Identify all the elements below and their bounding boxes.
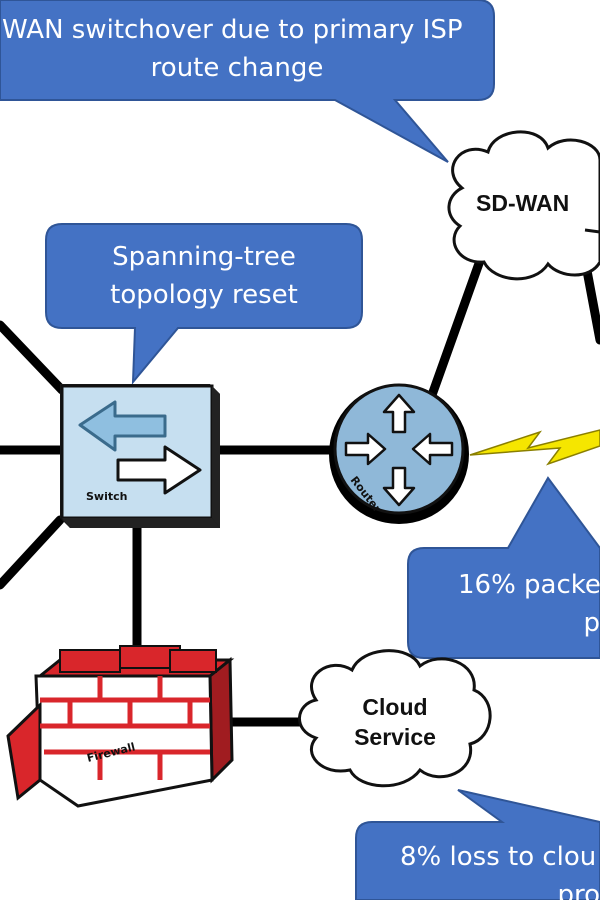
- callout-sdwan-bubble: [0, 0, 495, 163]
- cloud-service-label: Cloud Service: [330, 692, 460, 752]
- callout-switch-line2: topology reset: [110, 280, 298, 310]
- link-left-to-switch-upper: [0, 320, 67, 395]
- right-arrow-icon: [116, 445, 202, 495]
- switch-label: Switch: [86, 490, 127, 503]
- callout-router-line2: p: [583, 608, 600, 638]
- callout-cloud-text: 8% loss to clou pro: [400, 838, 600, 900]
- left-arrow-icon: [78, 400, 167, 452]
- sdwan-label-text: SD-WAN: [476, 190, 570, 216]
- switch-device: Switch: [60, 384, 220, 528]
- callout-sdwan-line2: route change: [150, 53, 324, 83]
- lightning-link: [469, 429, 600, 466]
- sdwan-cloud: [447, 130, 600, 281]
- router-device: Router: [329, 383, 469, 524]
- cloud-service-line2: Service: [354, 724, 436, 750]
- callout-cloud-line2: pro: [557, 880, 600, 900]
- callout-router-line1: 16% packe: [458, 570, 600, 600]
- link-left-to-switch-lower: [0, 515, 65, 590]
- sdwan-cloud-label: SD-WAN: [476, 188, 600, 218]
- callout-sdwan-line1: WAN switchover due to primary ISP: [2, 15, 463, 45]
- router-arrows-icon: [344, 393, 454, 507]
- callout-switch-bubble: [45, 223, 363, 385]
- cloud-service-cloud: [298, 649, 492, 788]
- callout-switch-text: Spanning-tree topology reset: [46, 238, 362, 314]
- callout-switch-line1: Spanning-tree: [112, 242, 296, 272]
- firewall-device: Firewall: [6, 645, 235, 808]
- callout-cloud-bubble: [355, 789, 600, 900]
- callout-router-bubble: [407, 476, 600, 659]
- link-router-to-sdwan: [427, 250, 487, 400]
- callout-sdwan-text: WAN switchover due to primary ISP route …: [0, 11, 494, 87]
- callout-router-text: 16% packe p: [458, 566, 600, 642]
- callout-cloud-line1: 8% loss to clou: [400, 842, 597, 872]
- cloud-service-line1: Cloud: [362, 694, 428, 720]
